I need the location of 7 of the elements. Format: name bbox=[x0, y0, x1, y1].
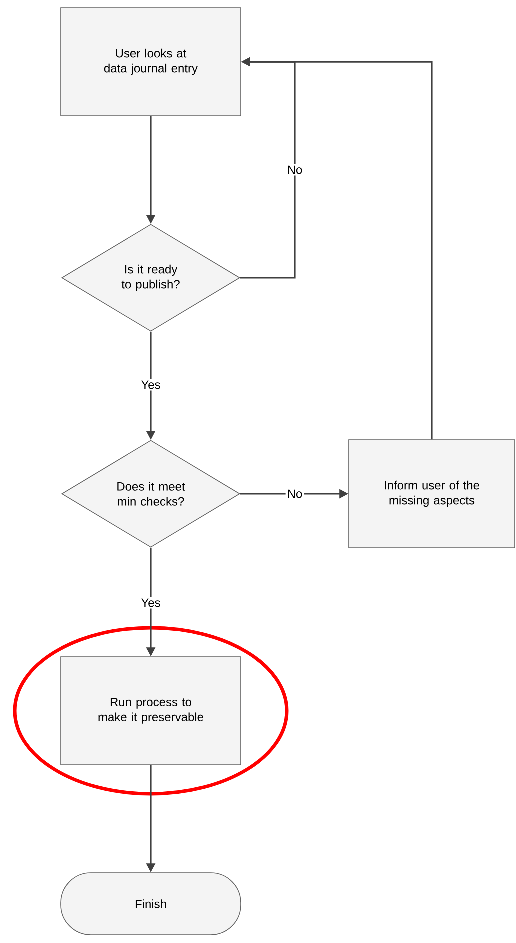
edge-label: Yes bbox=[140, 379, 162, 391]
process-box: User looks at data journal entry bbox=[60, 8, 242, 116]
process-box: Inform user of the missing aspects bbox=[348, 440, 516, 548]
process-box: Run process to make it preservable bbox=[60, 656, 242, 766]
edge-label: No bbox=[286, 488, 304, 500]
edge-label: No bbox=[286, 164, 304, 176]
edge-label: Yes bbox=[140, 597, 162, 609]
